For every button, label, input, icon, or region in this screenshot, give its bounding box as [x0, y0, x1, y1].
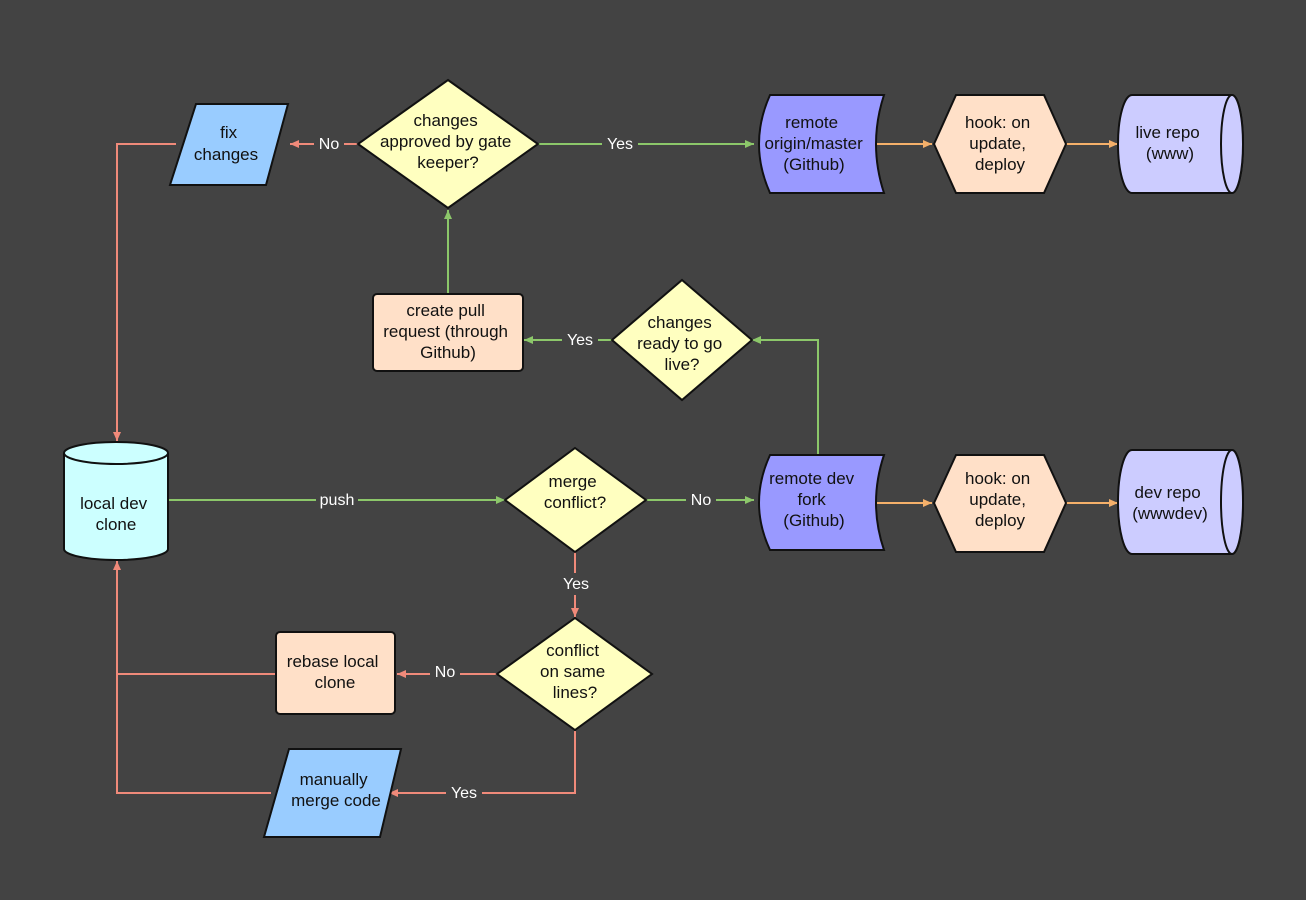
- svg-text:manually merge code: manually merge code: [291, 770, 381, 810]
- node-label: Github): [420, 343, 476, 362]
- node-approved-decision: changes approved by gate keeper?: [356, 78, 540, 210]
- svg-text:rebase local clone: rebase local clone: [287, 652, 383, 692]
- node-label: conflict?: [544, 493, 606, 512]
- node-live-repo: live repo (www): [1117, 94, 1244, 194]
- node-label: hook: on: [965, 469, 1030, 488]
- node-label: rebase local: [287, 652, 379, 671]
- svg-text:merge conflict?: merge conflict?: [544, 472, 606, 512]
- node-label: on same: [540, 662, 605, 681]
- node-label: fix: [220, 123, 238, 142]
- node-label: remote: [785, 113, 838, 132]
- node-label: manually: [300, 770, 369, 789]
- node-label: (wwwdev): [1132, 504, 1208, 523]
- node-label: changes: [647, 313, 711, 332]
- svg-text:live repo (www): live repo (www): [1136, 123, 1205, 163]
- node-label: deploy: [975, 155, 1026, 174]
- node-manually-merge-code: manually merge code: [262, 748, 403, 838]
- node-label: hook: on: [965, 113, 1030, 132]
- node-label: remote dev: [769, 469, 855, 488]
- node-label: deploy: [975, 511, 1026, 530]
- node-label: merge: [549, 472, 597, 491]
- node-create-pull-request: create pull request (through Github): [372, 293, 524, 372]
- node-label: origin/master: [765, 134, 864, 153]
- node-label: conflict: [546, 641, 599, 660]
- node-label: create pull: [406, 301, 484, 320]
- node-label: changes: [413, 111, 477, 130]
- edge-fix-local: [113, 143, 176, 441]
- node-label: dev repo: [1135, 483, 1201, 502]
- node-label: approved by gate: [380, 132, 511, 151]
- node-label: merge code: [291, 791, 381, 810]
- edge-label-merge-yes: Yes: [563, 576, 589, 593]
- edge-manual-local: [116, 674, 271, 794]
- node-label: clone: [315, 673, 356, 692]
- node-fix-changes: fix changes: [168, 103, 290, 186]
- node-label: (Github): [783, 155, 844, 174]
- edge-label-approved-no: No: [319, 136, 340, 153]
- node-dev-repo: dev repo (wwwdev): [1117, 449, 1244, 555]
- svg-text:changes approved by gate: changes approved by gate keeper?: [380, 111, 516, 172]
- node-label: changes: [194, 145, 258, 164]
- node-label: (Github): [783, 511, 844, 530]
- node-label: lines?: [553, 683, 597, 702]
- svg-text:dev repo (wwwdev): dev repo (wwwdev): [1132, 483, 1208, 523]
- edge-fork-ready: [752, 336, 819, 455]
- node-label: fork: [797, 490, 826, 509]
- edge-label-approved-yes: Yes: [607, 136, 633, 153]
- edge-label-same-yes: Yes: [451, 785, 477, 802]
- node-label: update,: [969, 134, 1026, 153]
- node-label: ready to go: [637, 334, 722, 353]
- svg-text:local dev clone: local dev clone: [80, 494, 152, 534]
- svg-text:conflict on same l: conflict on same lines?: [540, 641, 610, 702]
- node-label: local dev: [80, 494, 148, 513]
- node-local-dev-clone: local dev clone: [63, 441, 169, 561]
- node-hook-dev: hook: on update, deploy: [932, 454, 1068, 553]
- svg-text:remote origin/master: remote origin/master (Github): [765, 113, 868, 174]
- svg-text:changes ready to go: changes ready to go live?: [637, 313, 727, 374]
- edge-label-same-no: No: [435, 664, 456, 681]
- edge-label-ready-yes: Yes: [567, 332, 593, 349]
- node-same-lines-decision: conflict on same lines?: [495, 616, 654, 732]
- node-label: (www): [1146, 144, 1194, 163]
- svg-text:hook: on update, d: hook: on update, deploy: [965, 469, 1035, 530]
- svg-text:hook: on update, d: hook: on update, deploy: [965, 113, 1035, 174]
- node-merge-conflict-decision: merge conflict?: [503, 446, 648, 554]
- node-label: update,: [969, 490, 1026, 509]
- node-label: live repo: [1136, 123, 1200, 142]
- edge-label-push: push: [320, 492, 355, 509]
- edge-label-merge-no: No: [691, 492, 712, 509]
- node-label: keeper?: [417, 153, 478, 172]
- svg-text:remote dev fork (G: remote dev fork (Github): [769, 469, 859, 530]
- node-label: clone: [96, 515, 137, 534]
- node-label: live?: [665, 355, 700, 374]
- node-remote-master: remote origin/master (Github): [758, 94, 886, 194]
- edge-rebase-local: [113, 561, 276, 675]
- node-remote-dev-fork: remote dev fork (Github): [758, 454, 886, 551]
- node-rebase-local-clone: rebase local clone: [275, 631, 396, 715]
- node-ready-decision: changes ready to go live?: [610, 278, 754, 402]
- node-label: request (through: [383, 322, 508, 341]
- svg-text:create pull request (thr: create pull request (through Github): [383, 301, 512, 362]
- svg-text:fix changes: fix changes: [194, 123, 258, 164]
- node-hook-live: hook: on update, deploy: [932, 94, 1068, 194]
